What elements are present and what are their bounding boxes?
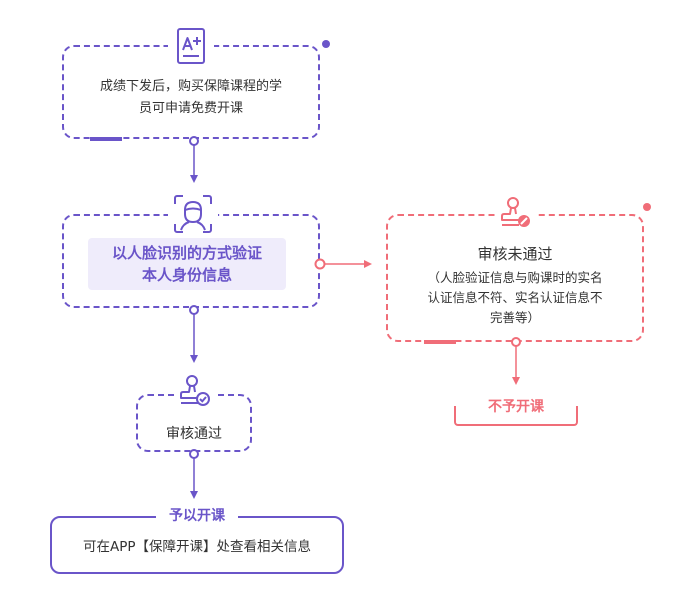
rejection-result-text: 不予开课 <box>478 396 554 418</box>
step-open-course-text: 可在APP【保障开课】处查看相关信息 <box>82 539 312 555</box>
step-approved-text: 审核通过 <box>166 426 222 442</box>
step-apply-line1: 成绩下发后，购买保障课程的学 <box>99 79 282 94</box>
rejection-reason-line2: 认证信息不符、实名认证信息不 <box>427 290 603 305</box>
step-apply-text: 成绩下发后，购买保障课程的学 员可申请免费开课 <box>66 76 316 120</box>
arrow-step3-step4 <box>190 491 198 499</box>
rejection-title: 审核未通过 <box>477 245 553 263</box>
arrow-step2-step3 <box>190 355 198 363</box>
rejection-reason-line1: （人脸验证信息与购课时的实名 <box>427 270 603 285</box>
step-face-verify-highlight <box>88 238 286 290</box>
step-face-verify-line2: 本人身份信息 <box>141 266 232 284</box>
step-open-course-title: 予以开课 <box>156 506 238 526</box>
approved-stamp-icon <box>176 372 214 412</box>
step-apply-line2: 员可申请免费开课 <box>138 101 243 116</box>
rejected-stamp-icon <box>496 194 536 234</box>
box-accent-bar <box>90 137 122 141</box>
rejection-reason-line3: 完善等） <box>489 310 540 325</box>
face-recognition-icon <box>168 190 218 238</box>
arrow-step2-rejection <box>364 260 372 268</box>
rejection-result-bracket <box>454 406 578 426</box>
arrow-rejection-result <box>512 377 520 385</box>
corner-dot <box>322 40 330 48</box>
step-face-verify-line1: 以人脸识别的方式验证 <box>111 244 262 262</box>
grade-a-plus-icon <box>168 26 214 66</box>
rejection-corner-dot <box>643 203 651 211</box>
arrow-step1-step2 <box>190 175 198 183</box>
step-face-verify-text: 以人脸识别的方式验证 本人身份信息 <box>88 242 286 286</box>
rejection-accent-bar <box>424 340 456 344</box>
rejection-reason: （人脸验证信息与购课时的实名 认证信息不符、实名认证信息不 完善等） <box>392 268 638 328</box>
